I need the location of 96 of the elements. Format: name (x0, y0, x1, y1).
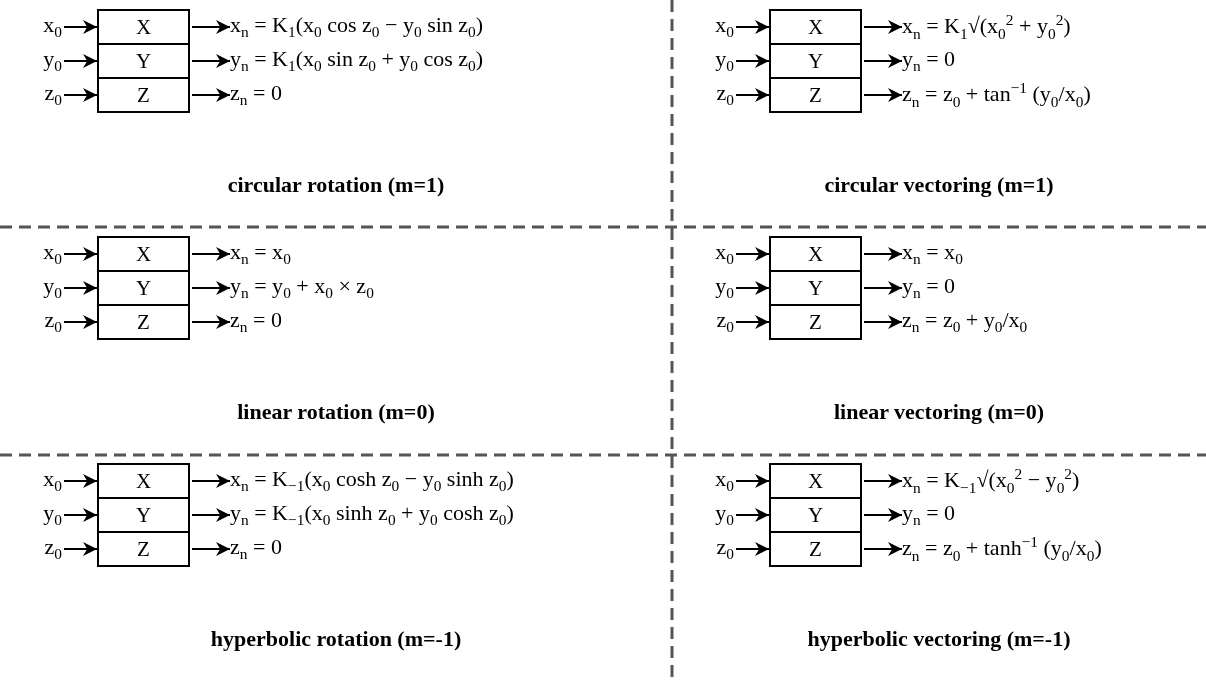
arrow (191, 508, 231, 522)
output-formula: y$_{n}$ = K$_{−1}$(x$_{0}$ sinh z$_{0}$ + y$_{0}$ cosh z$_{0}$) (230, 498, 666, 532)
arrow (735, 315, 770, 329)
panel-title: circular rotation (m=1) (226, 172, 446, 198)
arrow (863, 20, 903, 34)
register-box: Y (97, 43, 190, 79)
arrow (63, 54, 98, 68)
output-formula: y$_{n}$ = 0 (902, 271, 1200, 305)
arrow (63, 508, 98, 522)
register-box: Y (769, 497, 862, 533)
output-formula: z$_{n}$ = z$_{0}$ + tan$^{−1}$ (y$_{0}$/x$_{0}$) (902, 78, 1200, 112)
arrow (735, 508, 770, 522)
arrow (863, 508, 903, 522)
arrow (735, 474, 770, 488)
register-box: Y (97, 270, 190, 306)
output-formula: z$_{n}$ = 0 (230, 78, 666, 112)
panel-title: linear rotation (m=0) (236, 399, 436, 425)
register-box: X (769, 9, 862, 45)
register-box: Y (769, 43, 862, 79)
output-formula: x$_{n}$ = x$_{0}$ (902, 237, 1200, 271)
panel-title: linear vectoring (m=0) (832, 399, 1046, 425)
output-formula: x$_{n}$ = K$_{−1}$(x$_{0}$ cosh z$_{0}$ − y$_{0}$ sinh z$_{0}$) (230, 464, 666, 498)
input-variable: z$_{0}$ (6, 78, 62, 112)
register-box: X (97, 9, 190, 45)
output-formula: z$_{n}$ = z$_{0}$ + tanh$^{−1}$ (y$_{0}$/x$_{0}$) (902, 532, 1200, 566)
register-box: Y (769, 270, 862, 306)
arrow (735, 88, 770, 102)
input-variable: x$_{0}$ (678, 10, 734, 44)
output-formula: x$_{n}$ = K$_{−1}$√(x$_{0}$$^{2}$ − y$_{0}$$^{2}$) (902, 464, 1200, 498)
arrow (191, 315, 231, 329)
arrow (191, 54, 231, 68)
register-box: Z (97, 77, 190, 113)
panel-title: hyperbolic rotation (m=-1) (209, 626, 463, 652)
output-formula: x$_{n}$ = x$_{0}$ (230, 237, 666, 271)
panel-title: circular vectoring (m=1) (823, 172, 1055, 198)
arrow (735, 20, 770, 34)
output-formula: y$_{n}$ = 0 (902, 44, 1200, 78)
input-variable: y$_{0}$ (6, 498, 62, 532)
arrow (863, 474, 903, 488)
panel-title: hyperbolic vectoring (m=-1) (806, 626, 1072, 652)
input-variable: z$_{0}$ (6, 532, 62, 566)
output-formula: z$_{n}$ = z$_{0}$ + y$_{0}$/x$_{0}$ (902, 305, 1200, 339)
output-formula: y$_{n}$ = K$_{1}$(x$_{0}$ sin z$_{0}$ + y$_{0}$ cos z$_{0}$) (230, 44, 666, 78)
input-variable: x$_{0}$ (6, 464, 62, 498)
register-box: Z (769, 304, 862, 340)
arrow (191, 88, 231, 102)
register-box: Z (769, 531, 862, 567)
register-box: Z (97, 304, 190, 340)
arrow (191, 247, 231, 261)
output-formula: x$_{n}$ = K$_{1}$(x$_{0}$ cos z$_{0}$ − y$_{0}$ sin z$_{0}$) (230, 10, 666, 44)
arrow (63, 88, 98, 102)
arrow (63, 281, 98, 295)
output-formula: z$_{n}$ = 0 (230, 532, 666, 566)
arrow (863, 542, 903, 556)
arrow (863, 54, 903, 68)
arrow (863, 247, 903, 261)
input-variable: x$_{0}$ (678, 237, 734, 271)
register-box: X (769, 463, 862, 499)
input-variable: z$_{0}$ (678, 305, 734, 339)
arrow (191, 20, 231, 34)
input-variable: y$_{0}$ (678, 44, 734, 78)
register-box: Z (97, 531, 190, 567)
input-variable: y$_{0}$ (678, 271, 734, 305)
arrow (735, 542, 770, 556)
register-box: X (97, 463, 190, 499)
register-box: X (97, 236, 190, 272)
arrow (63, 247, 98, 261)
arrow (191, 281, 231, 295)
output-formula: y$_{n}$ = 0 (902, 498, 1200, 532)
arrow (191, 542, 231, 556)
arrow (63, 20, 98, 34)
input-variable: z$_{0}$ (678, 78, 734, 112)
input-variable: y$_{0}$ (6, 271, 62, 305)
output-formula: z$_{n}$ = 0 (230, 305, 666, 339)
input-variable: z$_{0}$ (678, 532, 734, 566)
register-box: Z (769, 77, 862, 113)
arrow (735, 247, 770, 261)
input-variable: x$_{0}$ (678, 464, 734, 498)
arrow (63, 315, 98, 329)
output-formula: x$_{n}$ = K$_{1}$√(x$_{0}$$^{2}$ + y$_{0}$$^{2}$) (902, 10, 1200, 44)
input-variable: y$_{0}$ (6, 44, 62, 78)
arrow (735, 281, 770, 295)
arrow (863, 315, 903, 329)
input-variable: z$_{0}$ (6, 305, 62, 339)
output-formula: y$_{n}$ = y$_{0}$ + x$_{0}$ × z$_{0}$ (230, 271, 666, 305)
input-variable: y$_{0}$ (678, 498, 734, 532)
arrow (191, 474, 231, 488)
arrow (63, 542, 98, 556)
arrow (735, 54, 770, 68)
register-box: Y (97, 497, 190, 533)
arrow (63, 474, 98, 488)
arrow (863, 281, 903, 295)
arrow (863, 88, 903, 102)
input-variable: x$_{0}$ (6, 237, 62, 271)
register-box: X (769, 236, 862, 272)
input-variable: x$_{0}$ (6, 10, 62, 44)
